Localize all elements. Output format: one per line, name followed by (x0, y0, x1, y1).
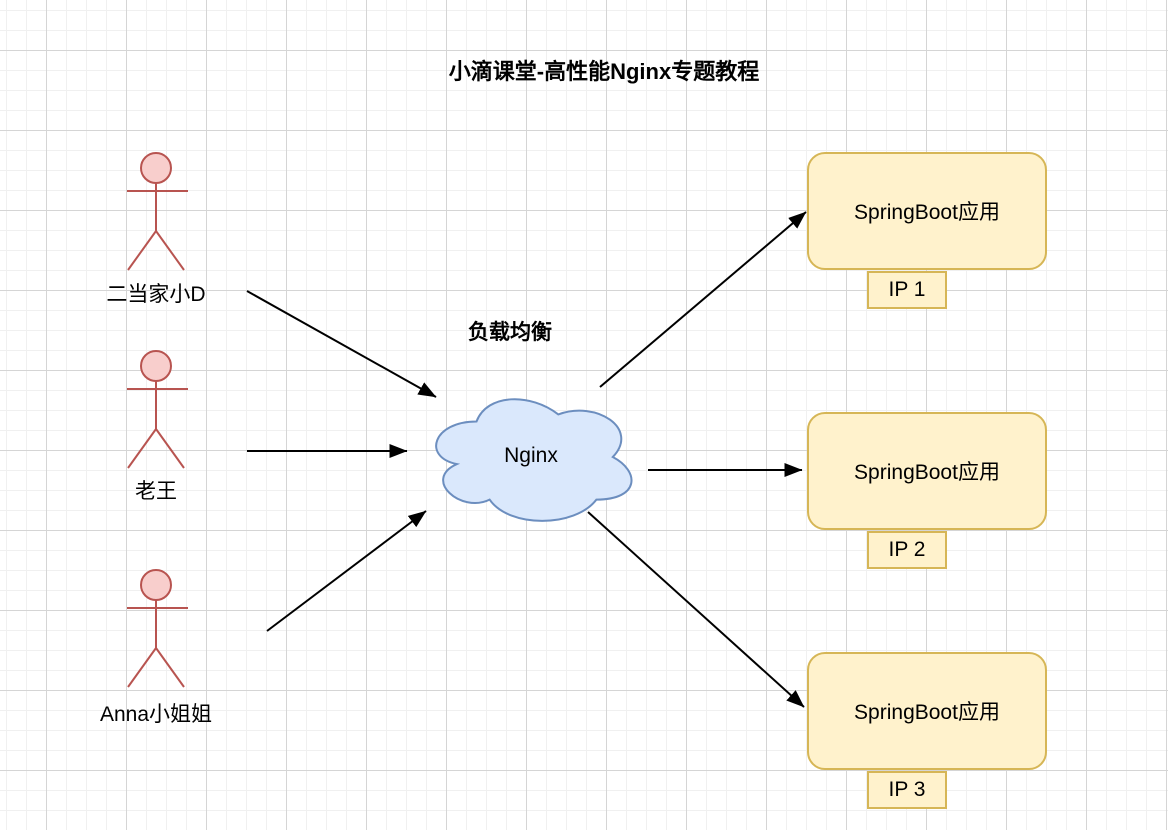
server-node-label: SpringBoot应用 (854, 461, 1000, 484)
stick-figure-user2[interactable] (127, 350, 188, 469)
load-balancer-caption: 负载均衡 (468, 321, 552, 344)
nginx-node-label: Nginx (504, 444, 558, 467)
user3-label: Anna小姐姐 (99, 703, 213, 726)
server-node-1[interactable]: SpringBoot应用 (807, 152, 1047, 270)
user1-label: 二当家小D (106, 283, 206, 306)
stick-figure-user3[interactable] (127, 569, 188, 688)
actor-leg-right (155, 428, 185, 469)
actor-leg-right (155, 230, 185, 271)
user2-label: 老王 (135, 480, 177, 503)
server-node-2[interactable]: SpringBoot应用 (807, 412, 1047, 530)
server-node-label: SpringBoot应用 (854, 201, 1000, 224)
actor-leg-left (127, 230, 157, 271)
actor-head (140, 152, 172, 184)
arrow-nginx-to-server1 (599, 211, 807, 388)
ip-tag-label: IP 1 (888, 278, 926, 301)
ip-tag-label: IP 3 (888, 778, 926, 801)
server-node-3[interactable]: SpringBoot应用 (807, 652, 1047, 770)
actor-head (140, 569, 172, 601)
actor-head (140, 350, 172, 382)
actor-leg-right (155, 647, 185, 688)
arrow-nginx-to-server3 (587, 511, 805, 708)
server-node-label: SpringBoot应用 (854, 701, 1000, 724)
arrow-user1-to-nginx (246, 290, 437, 398)
arrow-user3-to-nginx (266, 510, 427, 632)
diagram-title: 小滴课堂-高性能Nginx专题教程 (448, 59, 760, 84)
actor-leg-left (127, 647, 157, 688)
ip-tag-3[interactable]: IP 3 (867, 771, 947, 809)
stick-figure-user1[interactable] (127, 152, 188, 271)
ip-tag-1[interactable]: IP 1 (867, 271, 947, 309)
actor-leg-left (127, 428, 157, 469)
ip-tag-2[interactable]: IP 2 (867, 531, 947, 569)
ip-tag-label: IP 2 (888, 538, 926, 561)
